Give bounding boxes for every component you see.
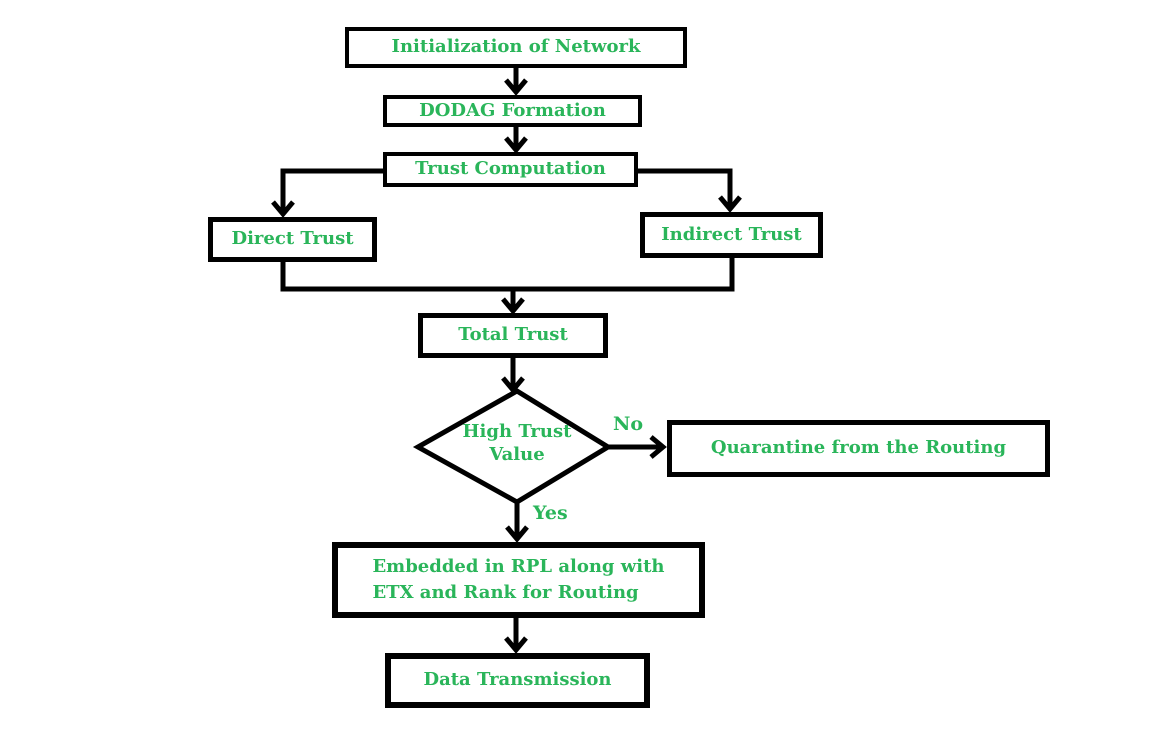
node-initialization-of-network: Initialization of Network [345,27,687,68]
node-embedded-in-rpl: Embedded in RPL along with ETX and Rank … [332,542,705,618]
node-direct-trust: Direct Trust [208,217,377,262]
arrowhead-down-icon [505,525,529,543]
node-total-trust: Total Trust [418,313,608,358]
embedded-line1: Embedded in RPL along with [372,556,665,577]
edge-merge-bus [280,254,735,292]
arrowhead-down-icon [501,297,525,315]
node-label: Data Transmission [423,669,612,691]
node-high-trust-value-label: High Trust Value [420,420,614,466]
node-dodag-formation: DODAG Formation [383,95,642,127]
node-trust-computation: Trust Computation [383,152,638,187]
arrowhead-right-icon [649,435,667,459]
decision-line1: High Trust [462,421,572,442]
arrowhead-down-icon [504,136,528,154]
arrowhead-down-icon [271,200,295,218]
node-label: DODAG Formation [419,99,606,121]
decision-line2: Value [489,444,545,465]
node-label-multiline: Embedded in RPL along with ETX and Rank … [372,554,664,606]
node-quarantine-from-routing: Quarantine from the Routing [667,420,1050,477]
edge-label-no: No [612,413,644,435]
arrowhead-down-icon [718,195,742,213]
node-label: Indirect Trust [661,223,802,245]
node-label: Quarantine from the Routing [710,437,1007,459]
edge-trust-to-indirect [634,168,733,206]
arrowhead-down-icon [504,78,528,96]
node-label: Direct Trust [231,228,354,250]
embedded-line2: ETX and Rank for Routing [372,582,639,603]
node-label: Total Trust [458,324,568,346]
arrowhead-down-icon [504,636,528,654]
node-label: Initialization of Network [391,36,641,58]
arrowhead-down-icon [501,376,525,394]
edge-trust-to-direct [280,168,386,211]
edge-label-yes: Yes [533,502,568,524]
node-indirect-trust: Indirect Trust [640,212,823,258]
node-data-transmission: Data Transmission [385,653,650,708]
node-label: Trust Computation [415,158,606,180]
